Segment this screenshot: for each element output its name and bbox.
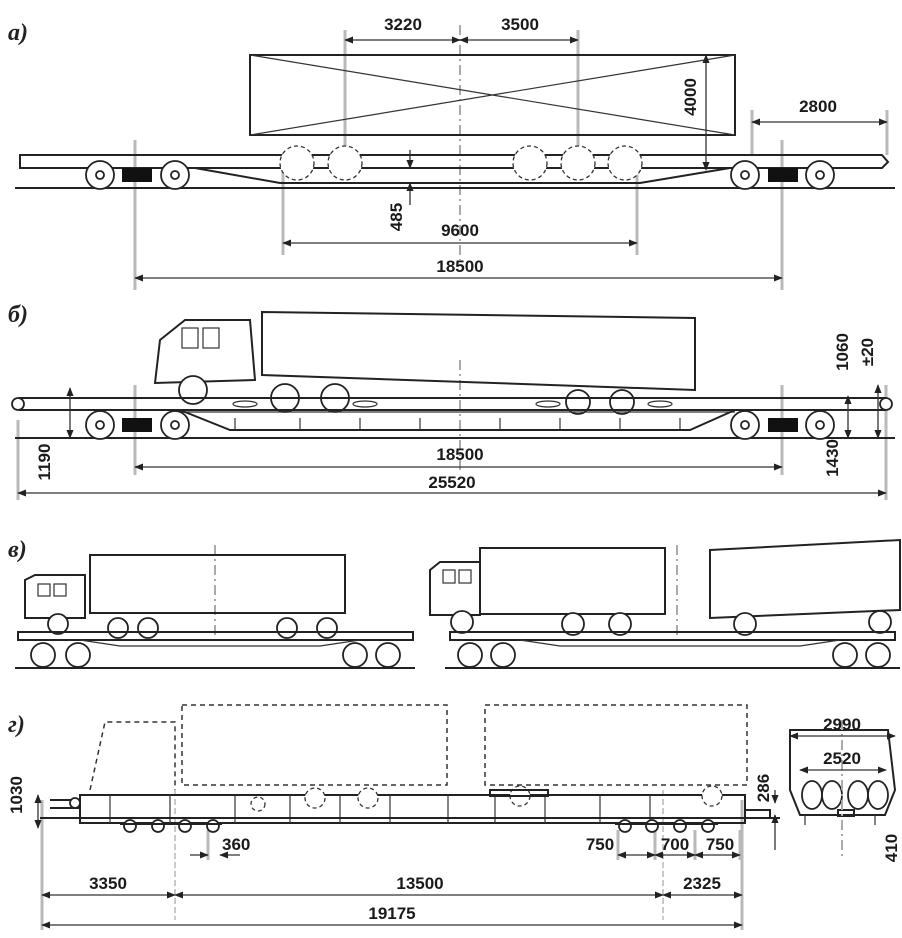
dim-9600: 9600 xyxy=(441,221,479,240)
dim-3500: 3500 xyxy=(501,15,539,34)
bogies-g xyxy=(120,819,718,833)
bogie-right xyxy=(730,160,835,190)
panel-a: а) xyxy=(8,15,895,290)
dim-25520: 25520 xyxy=(428,473,475,492)
dim-18500-b: 18500 xyxy=(436,445,483,464)
dim-plus-minus-20: ±20 xyxy=(858,338,877,366)
bogie-right-b xyxy=(730,410,835,440)
panel-v: в) xyxy=(8,537,901,669)
dim-13500: 13500 xyxy=(396,874,443,893)
panel-g-label: г) xyxy=(8,712,25,738)
dim-1060: 1060 xyxy=(833,333,852,371)
dim-1430: 1430 xyxy=(823,439,842,477)
panel-b: б) xyxy=(8,302,895,500)
panel-a-label: а) xyxy=(8,20,28,46)
panel-g-dimension-lines xyxy=(34,732,896,929)
truck-tractor xyxy=(153,319,257,405)
dim-19175: 19175 xyxy=(368,904,415,923)
dim-1190: 1190 xyxy=(35,444,54,481)
dim-2520: 2520 xyxy=(823,749,861,768)
car-cross-section xyxy=(789,720,897,860)
cargo-box xyxy=(249,54,736,136)
panel-g: г) xyxy=(7,704,901,930)
dashed-load-outlines xyxy=(89,704,748,795)
dim-4000: 4000 xyxy=(681,78,700,116)
platform-car-left xyxy=(15,554,415,669)
bogie-left xyxy=(85,160,190,190)
articulated-car-frame xyxy=(40,785,780,824)
dim-2800: 2800 xyxy=(799,97,837,116)
dim-2990: 2990 xyxy=(823,715,861,734)
dim-3350: 3350 xyxy=(89,874,127,893)
dim-750-left: 750 xyxy=(586,835,614,854)
dim-410: 410 xyxy=(882,834,901,862)
panel-b-dimension-lines xyxy=(17,384,887,497)
dim-18500-a: 18500 xyxy=(436,257,483,276)
panel-a-dimension-lines xyxy=(134,36,888,282)
panel-b-label: б) xyxy=(8,302,28,328)
dim-1030: 1030 xyxy=(7,776,26,814)
couplers-b xyxy=(11,397,893,411)
dim-485: 485 xyxy=(387,203,406,231)
platform-car-right xyxy=(429,538,901,669)
panel-a-extension-lines xyxy=(133,25,889,290)
dim-750-right: 750 xyxy=(706,835,734,854)
dim-360: 360 xyxy=(222,835,250,854)
bogie-left-b xyxy=(85,410,190,440)
dim-700: 700 xyxy=(661,835,689,854)
load-wheels xyxy=(279,145,643,181)
panel-v-label: в) xyxy=(8,537,27,563)
dim-286: 286 xyxy=(754,774,773,802)
dim-2325: 2325 xyxy=(683,874,721,893)
dim-3220: 3220 xyxy=(384,15,422,34)
